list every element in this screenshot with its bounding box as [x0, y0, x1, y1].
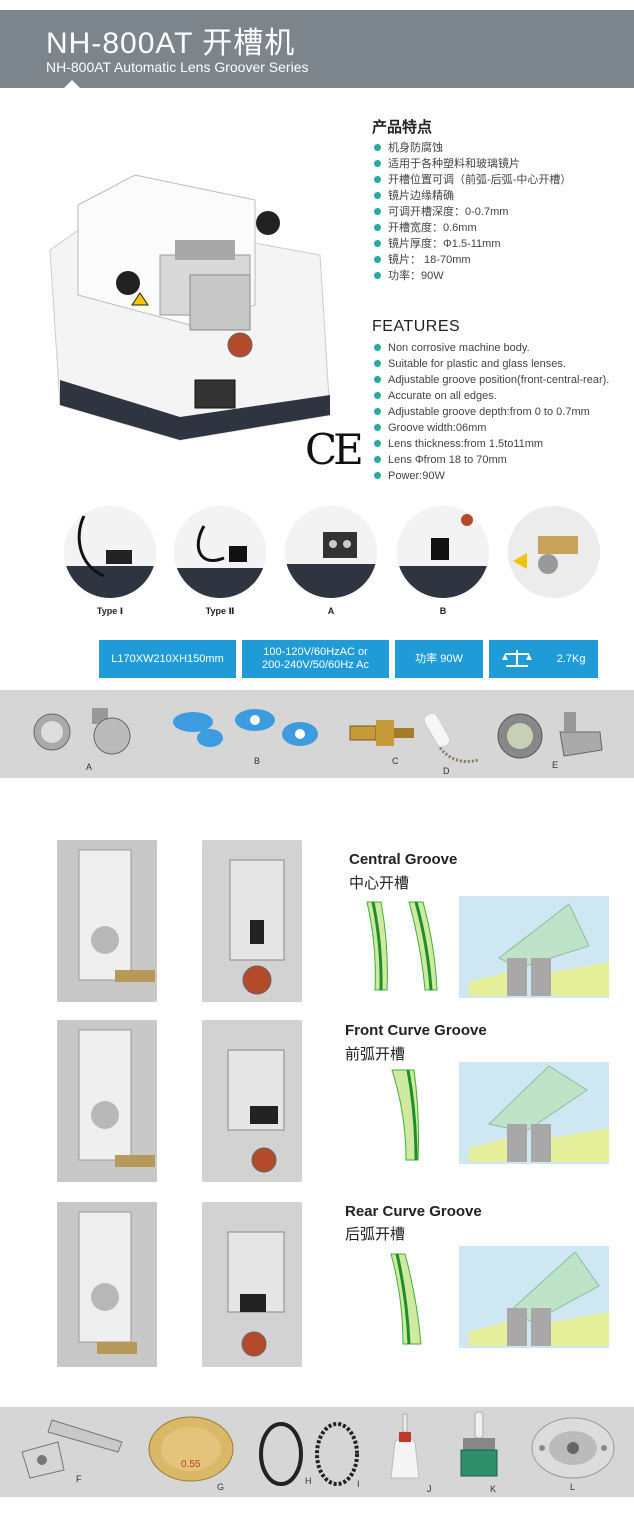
accessory-h-i-image	[259, 1422, 359, 1486]
accessory-k-image	[460, 1411, 498, 1477]
feature-en-item: Suitable for plastic and glass lenses.	[372, 356, 632, 372]
central-groove-lens-diagram	[366, 901, 438, 991]
accessory-j-label: J	[427, 1484, 432, 1494]
accessory-l-image	[531, 1417, 615, 1479]
feature-en-item: Adjustable groove position(front-central…	[372, 372, 632, 388]
page-title: NH-800AT 开槽机	[46, 27, 296, 60]
feature-cn-item: 适用于各种塑料和玻璃镜片	[372, 156, 632, 172]
spec-dimensions: L170XW210XH150mm	[99, 640, 236, 678]
variant-type-1-image	[64, 506, 156, 598]
accessory-a-label: A	[86, 762, 93, 772]
feature-en-item: Adjustable groove depth:from 0 to 0.7mm	[372, 404, 632, 420]
page-subtitle: NH-800AT Automatic Lens Groover Series	[46, 59, 309, 75]
rear-curve-groove-title-cn: 后弧开槽	[345, 1226, 406, 1243]
central-groove-title-cn: 中心开槽	[349, 875, 410, 892]
features-cn-title: 产品特点	[372, 119, 433, 136]
accessory-j-image	[390, 1413, 420, 1479]
feature-cn-item: 镜片边缘精确	[372, 188, 632, 204]
front-curve-groove-title: Front Curve Groove	[345, 1022, 487, 1039]
feature-cn-item: 镜片： 18-70mm	[372, 252, 632, 268]
feature-en-item: Non corrosive machine body.	[372, 340, 632, 356]
features-en-list: Non corrosive machine body. Suitable for…	[372, 340, 632, 484]
variant-b-label: B	[439, 606, 447, 616]
features-cn-list: 机身防腐蚀 适用于各种塑料和玻璃镜片 开槽位置可调（前弧-后弧-中心开槽） 镜片…	[372, 140, 632, 284]
spec-power: 功率 90W	[395, 640, 483, 678]
spec-weight-text: 2.7Kg	[556, 652, 586, 665]
central-groove-position-diagram	[459, 896, 609, 998]
wheel-marking-text: 0.55	[181, 1459, 201, 1470]
accessory-e-image	[497, 712, 603, 759]
feature-cn-item: 机身防腐蚀	[372, 140, 632, 156]
accessory-g-image: 0.55	[148, 1416, 234, 1482]
rear-curve-groove-position-diagram	[459, 1246, 609, 1348]
central-groove-photo-1	[57, 840, 157, 1002]
scale-icon	[501, 650, 532, 667]
spec-power-text: 功率 90W	[415, 652, 463, 665]
front-curve-groove-photo-2	[202, 1020, 302, 1182]
variant-detail-image	[508, 506, 600, 598]
feature-en-item: Groove width:06mm	[372, 420, 632, 436]
feature-cn-item: 可调开槽深度：0-0.7mm	[372, 204, 632, 220]
header-notch	[64, 80, 80, 88]
accessory-d-label: D	[443, 766, 450, 776]
accessory-l-label: L	[570, 1482, 576, 1492]
accessory-b-label: B	[254, 756, 261, 766]
feature-cn-item: 开槽宽度：0.6mm	[372, 220, 632, 236]
rear-curve-groove-title: Rear Curve Groove	[345, 1203, 482, 1220]
spec-weight: 2.7Kg	[489, 640, 598, 678]
lens-groover-machine-image	[49, 174, 331, 441]
front-curve-groove-title-cn: 前弧开槽	[345, 1046, 406, 1063]
accessory-b-image	[173, 709, 318, 747]
spec-voltage-line2: 200-240V/50/60Hz Ac	[261, 659, 370, 671]
rear-curve-groove-photo-1	[57, 1202, 157, 1367]
front-curve-groove-photo-1	[57, 1020, 157, 1182]
accessory-g-label: G	[217, 1482, 225, 1492]
spec-voltage: 100-120V/60HzAC or 200-240V/50/60Hz Ac	[242, 640, 389, 678]
variant-type-2-label: Type Ⅱ	[205, 606, 235, 616]
feature-en-item: Accurate on all edges.	[372, 388, 632, 404]
front-curve-groove-lens-diagram	[391, 1069, 419, 1161]
accessory-c-label: C	[392, 756, 399, 766]
accessory-i-label: I	[357, 1479, 360, 1489]
feature-cn-item: 镜片厚度：Φ1.5-11mm	[372, 236, 632, 252]
accessory-f-label: F	[76, 1474, 82, 1484]
features-en-title: FEATURES	[372, 318, 461, 335]
feature-en-item: Power:90W	[372, 468, 632, 484]
variant-type-1-label: Type Ⅰ	[96, 606, 124, 616]
accessory-d-image	[423, 712, 479, 763]
accessory-h-label: H	[305, 1476, 312, 1486]
central-groove-title: Central Groove	[349, 851, 458, 868]
variant-b-image	[397, 506, 489, 598]
ce-mark-logo: CE	[305, 425, 364, 474]
feature-en-item: Lens thickness:from 1.5to11mm	[372, 436, 632, 452]
accessory-e-label: E	[552, 760, 559, 770]
header-bar	[0, 10, 634, 88]
spec-voltage-line1: 100-120V/60HzAC or	[263, 646, 368, 658]
accessory-a-image	[33, 708, 131, 755]
central-groove-photo-2	[202, 840, 302, 1002]
feature-cn-item: 开槽位置可调（前弧-后弧-中心开槽）	[372, 172, 632, 188]
variant-a-label: A	[327, 606, 335, 616]
variant-a-image	[285, 506, 377, 598]
accessory-k-label: K	[490, 1484, 497, 1494]
rear-curve-groove-lens-diagram	[390, 1253, 422, 1345]
spec-dimensions-text: L170XW210XH150mm	[111, 652, 224, 665]
front-curve-groove-position-diagram	[459, 1062, 609, 1164]
variant-type-2-image	[174, 506, 266, 598]
accessory-c-image	[349, 720, 414, 746]
accessory-f-image	[21, 1419, 123, 1479]
feature-en-item: Lens Φfrom 18 to 70mm	[372, 452, 632, 468]
feature-cn-item: 功率：90W	[372, 268, 632, 284]
rear-curve-groove-photo-2	[202, 1202, 302, 1367]
